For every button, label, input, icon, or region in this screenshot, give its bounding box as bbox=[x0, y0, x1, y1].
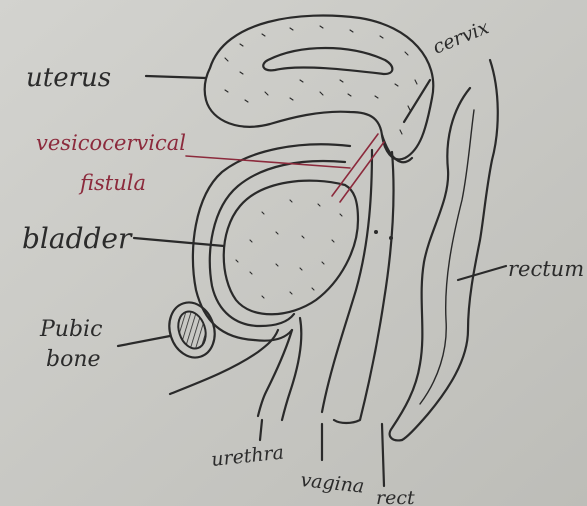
label-pubic: Pubic bbox=[39, 317, 102, 342]
label-rect-bottom: rect bbox=[376, 487, 415, 506]
label-uterus: uterus bbox=[26, 63, 111, 93]
label-fistula-line2: fistula bbox=[78, 171, 146, 195]
fornix-dot bbox=[374, 230, 378, 234]
label-fistula-line1: vesicocervical bbox=[36, 131, 186, 155]
fornix-dot-2 bbox=[389, 236, 393, 240]
label-bladder: bladder bbox=[22, 222, 133, 255]
label-rectum: rectum bbox=[508, 257, 584, 281]
label-bone: bone bbox=[46, 347, 101, 372]
